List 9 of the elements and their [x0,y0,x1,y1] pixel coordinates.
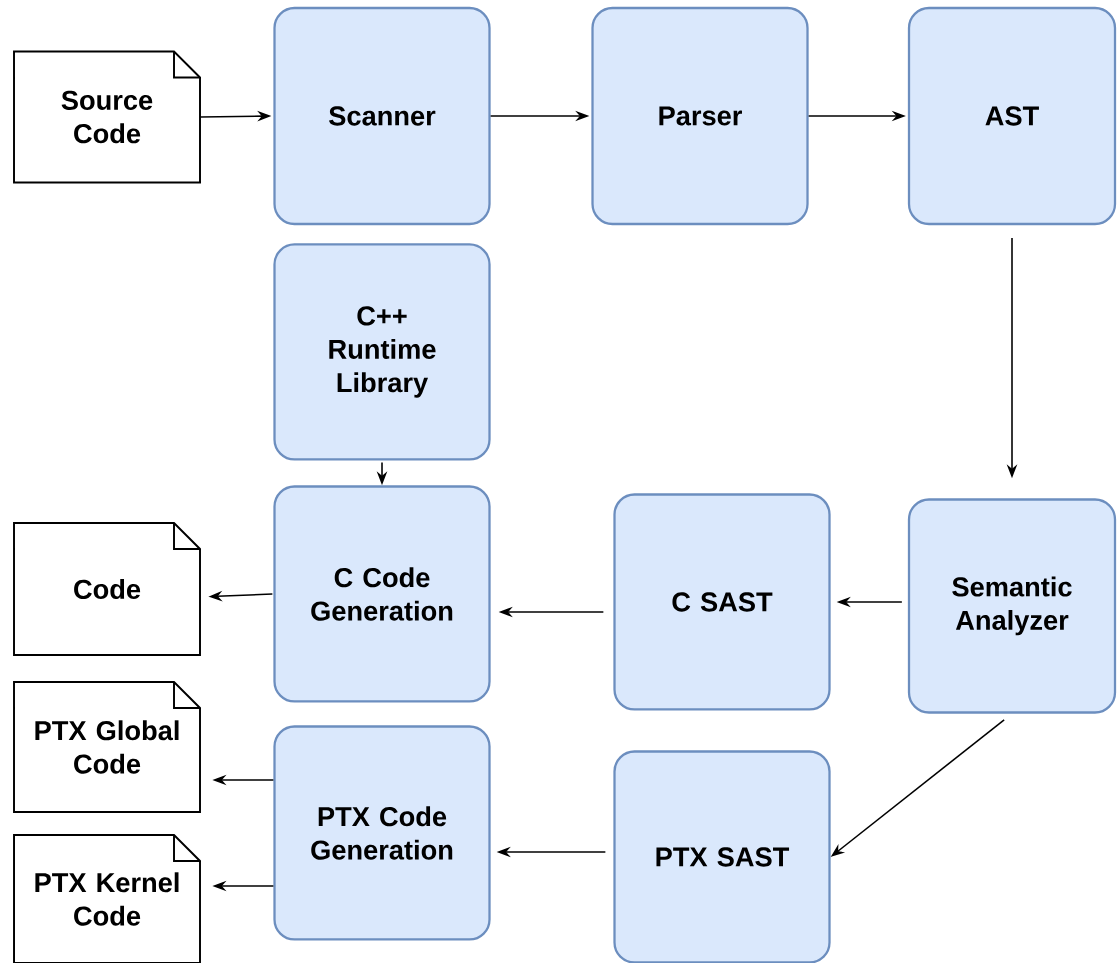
process-box: Scanner [273,6,491,226]
process-box: PTX SAST [613,750,831,963]
process-box: PTX Code Generation [273,725,491,941]
process-box: Semantic Analyzer [907,498,1117,714]
process-box: C++ Runtime Library [273,243,491,461]
process-box: C Code Generation [273,485,491,703]
process-box: Parser [591,6,809,226]
process-box: AST [907,6,1117,226]
process-box: C SAST [613,493,831,711]
